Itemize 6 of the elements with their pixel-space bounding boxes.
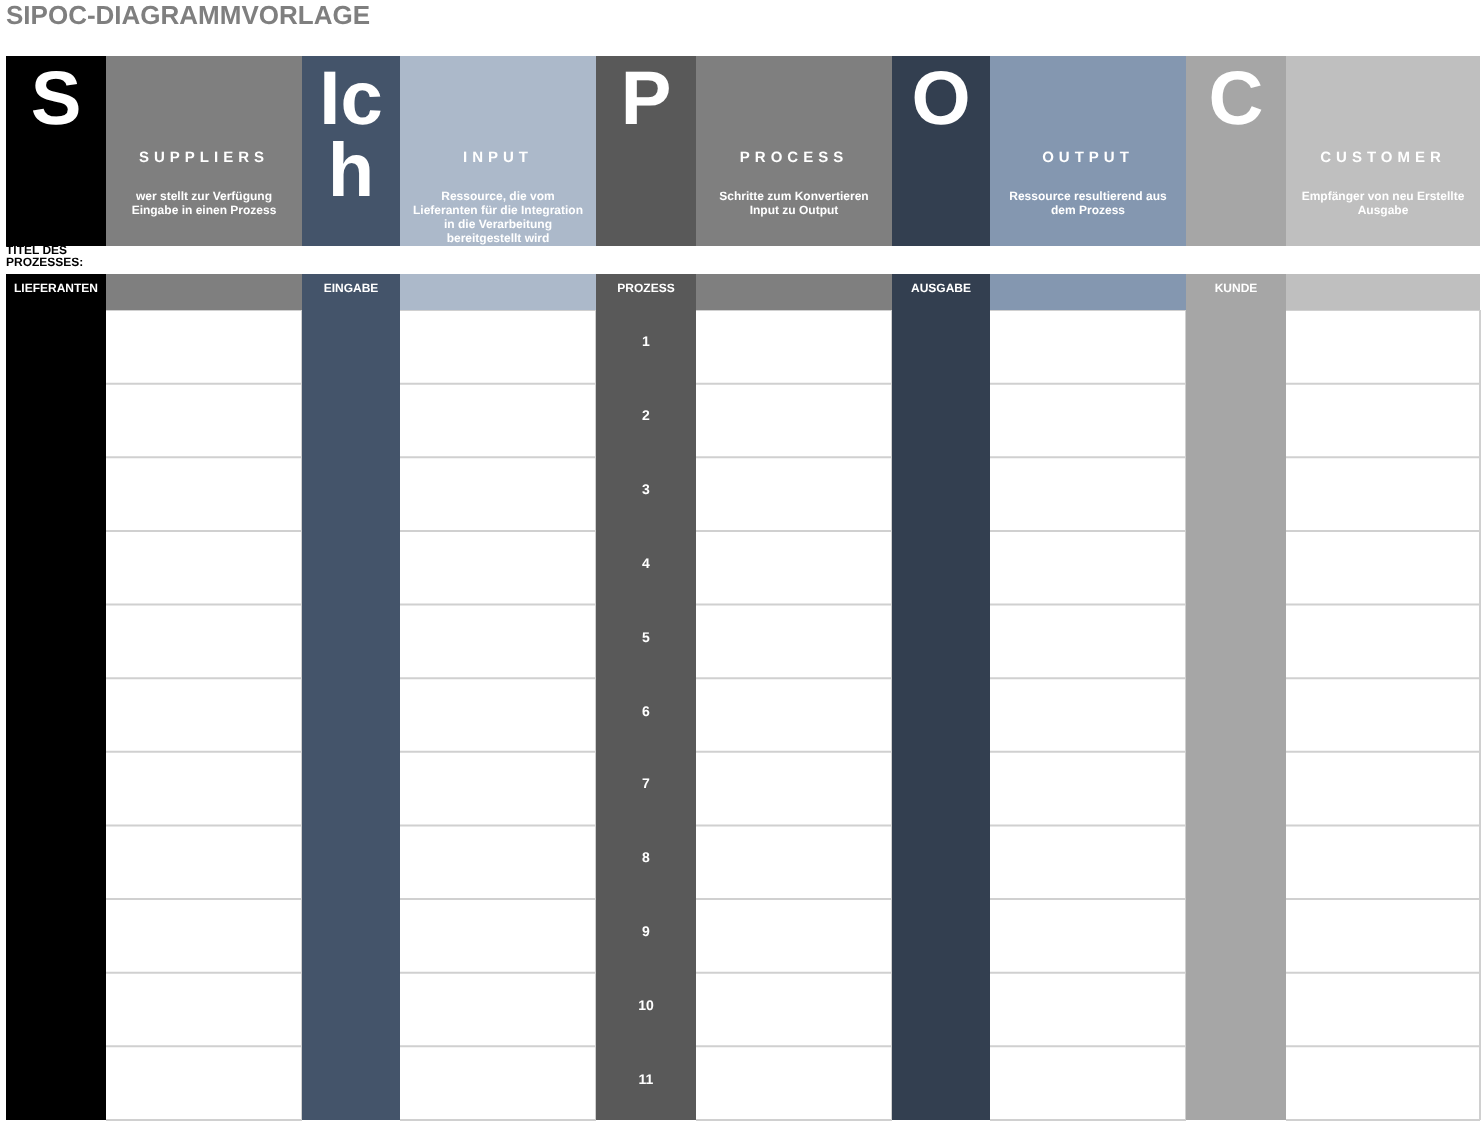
header-letter: S <box>28 64 84 136</box>
header-letter: P <box>618 64 674 136</box>
page-title: SIPOC-DIAGRAMMVORLAGE <box>6 0 370 30</box>
header-letter: C <box>1206 64 1266 136</box>
header-letter: Ic h <box>317 64 385 208</box>
header-letter: O <box>909 64 973 136</box>
